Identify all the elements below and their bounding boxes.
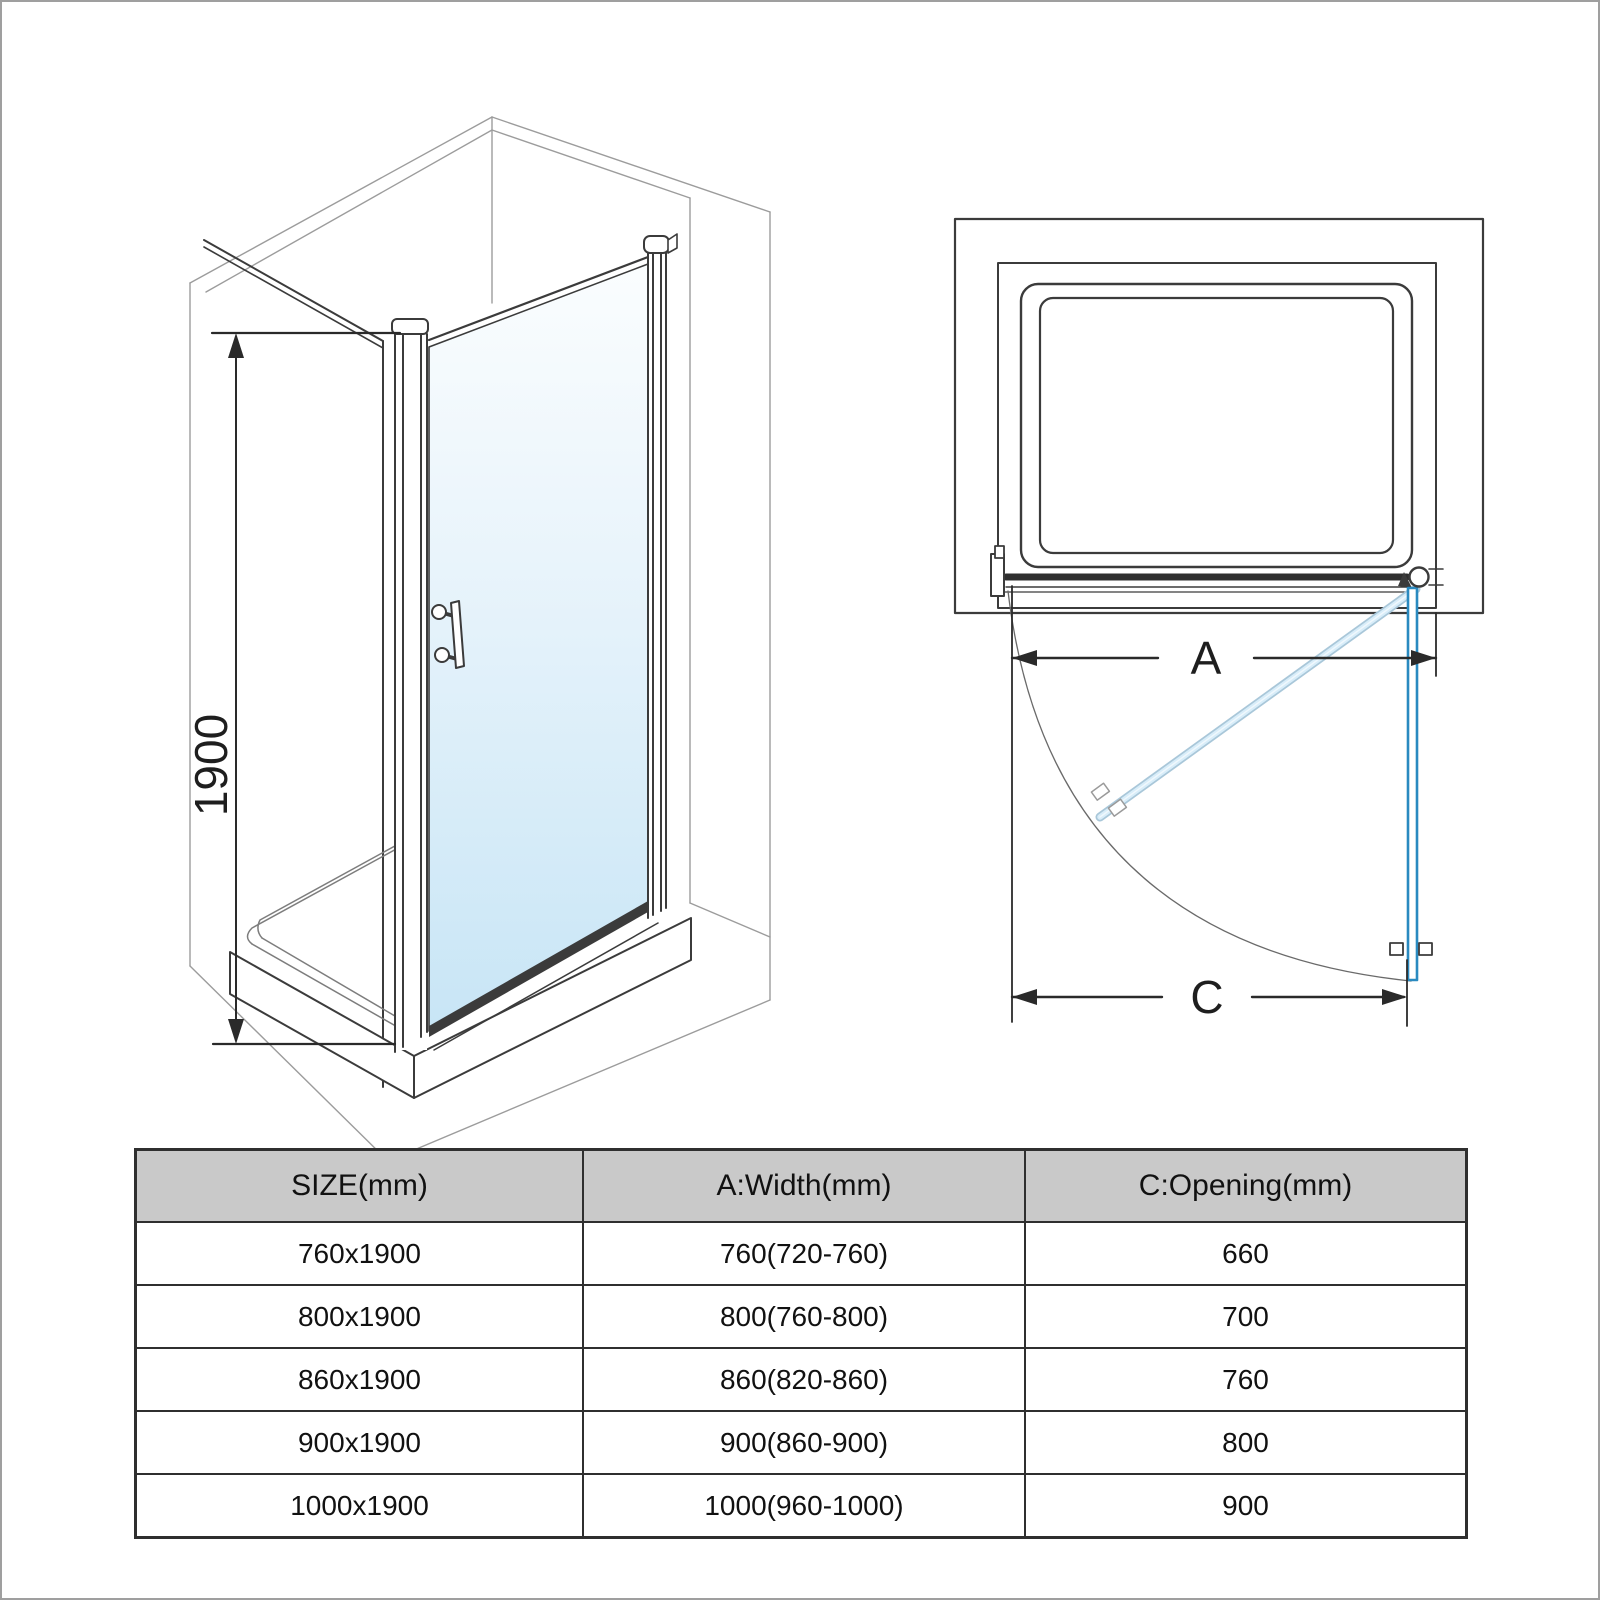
width-dimension-label: A xyxy=(1191,632,1222,684)
height-dimension-label: 1900 xyxy=(185,714,237,816)
opening-dimension: C xyxy=(1010,959,1408,1027)
open-door-handle xyxy=(1418,942,1433,956)
arrow-down-icon xyxy=(228,1019,244,1044)
header-width: A:Width(mm) xyxy=(582,1148,1026,1223)
cell-opening: 800 xyxy=(1024,1410,1468,1475)
table-row: 860x1900 860(820-860) 760 xyxy=(134,1347,1468,1412)
size-table: SIZE(mm) A:Width(mm) C:Opening(mm) 760x1… xyxy=(134,1148,1468,1539)
top-view-diagram: A C xyxy=(953,217,1485,1027)
arrow-up-icon xyxy=(228,333,244,358)
wall-plan-outline xyxy=(953,217,1485,615)
room-wall-outline xyxy=(189,116,771,1162)
cell-width: 900(860-900) xyxy=(582,1410,1026,1475)
hinge-pillar xyxy=(643,233,678,919)
arrow-right-icon xyxy=(1411,650,1436,666)
door-handle xyxy=(431,600,465,669)
cell-width: 860(820-860) xyxy=(582,1347,1026,1412)
cell-size: 760x1900 xyxy=(134,1221,584,1286)
door-bottom-rail xyxy=(429,901,648,1037)
height-dimension: 1900 xyxy=(185,331,402,1046)
table-row: 1000x1900 1000(960-1000) 900 xyxy=(134,1473,1468,1539)
header-opening: C:Opening(mm) xyxy=(1024,1148,1468,1223)
arrow-right-icon xyxy=(1382,989,1407,1005)
glass-door xyxy=(427,255,659,1051)
shower-tray xyxy=(229,829,692,1099)
side-panel xyxy=(203,239,384,1088)
isometric-shower-diagram: 1900 xyxy=(185,116,771,1162)
cell-opening: 900 xyxy=(1024,1473,1468,1539)
cell-opening: 760 xyxy=(1024,1347,1468,1412)
hinge-detail xyxy=(1408,566,1444,588)
cell-opening: 660 xyxy=(1024,1221,1468,1286)
cell-size: 1000x1900 xyxy=(134,1473,584,1539)
door-swing-arc xyxy=(1007,590,1412,982)
width-dimension: A xyxy=(1010,585,1438,1023)
arrow-left-icon xyxy=(1012,989,1037,1005)
wall-profile-bar xyxy=(391,318,429,1053)
opening-dimension-label: C xyxy=(1190,971,1223,1023)
door-closed-line xyxy=(999,573,1411,593)
wall-bracket xyxy=(990,545,1005,597)
cell-width: 1000(960-1000) xyxy=(582,1473,1026,1539)
cell-width: 760(720-760) xyxy=(582,1221,1026,1286)
table-row: 760x1900 760(720-760) 660 xyxy=(134,1221,1468,1286)
size-table-header-row: SIZE(mm) A:Width(mm) C:Opening(mm) xyxy=(134,1148,1468,1223)
arrow-left-icon xyxy=(1012,650,1037,666)
cell-size: 900x1900 xyxy=(134,1410,584,1475)
table-row: 800x1900 800(760-800) 700 xyxy=(134,1284,1468,1349)
cell-opening: 700 xyxy=(1024,1284,1468,1349)
tray-basin-lip xyxy=(246,829,425,1034)
open-door-handle xyxy=(1389,942,1404,956)
door-half-open xyxy=(1090,584,1421,822)
table-row: 900x1900 900(860-900) 800 xyxy=(134,1410,1468,1475)
cell-size: 800x1900 xyxy=(134,1284,584,1349)
cell-width: 800(760-800) xyxy=(582,1284,1026,1349)
tray-plan-outline xyxy=(1019,282,1414,569)
cell-size: 860x1900 xyxy=(134,1347,584,1412)
door-open-blue xyxy=(1389,572,1433,982)
header-size: SIZE(mm) xyxy=(134,1148,584,1223)
